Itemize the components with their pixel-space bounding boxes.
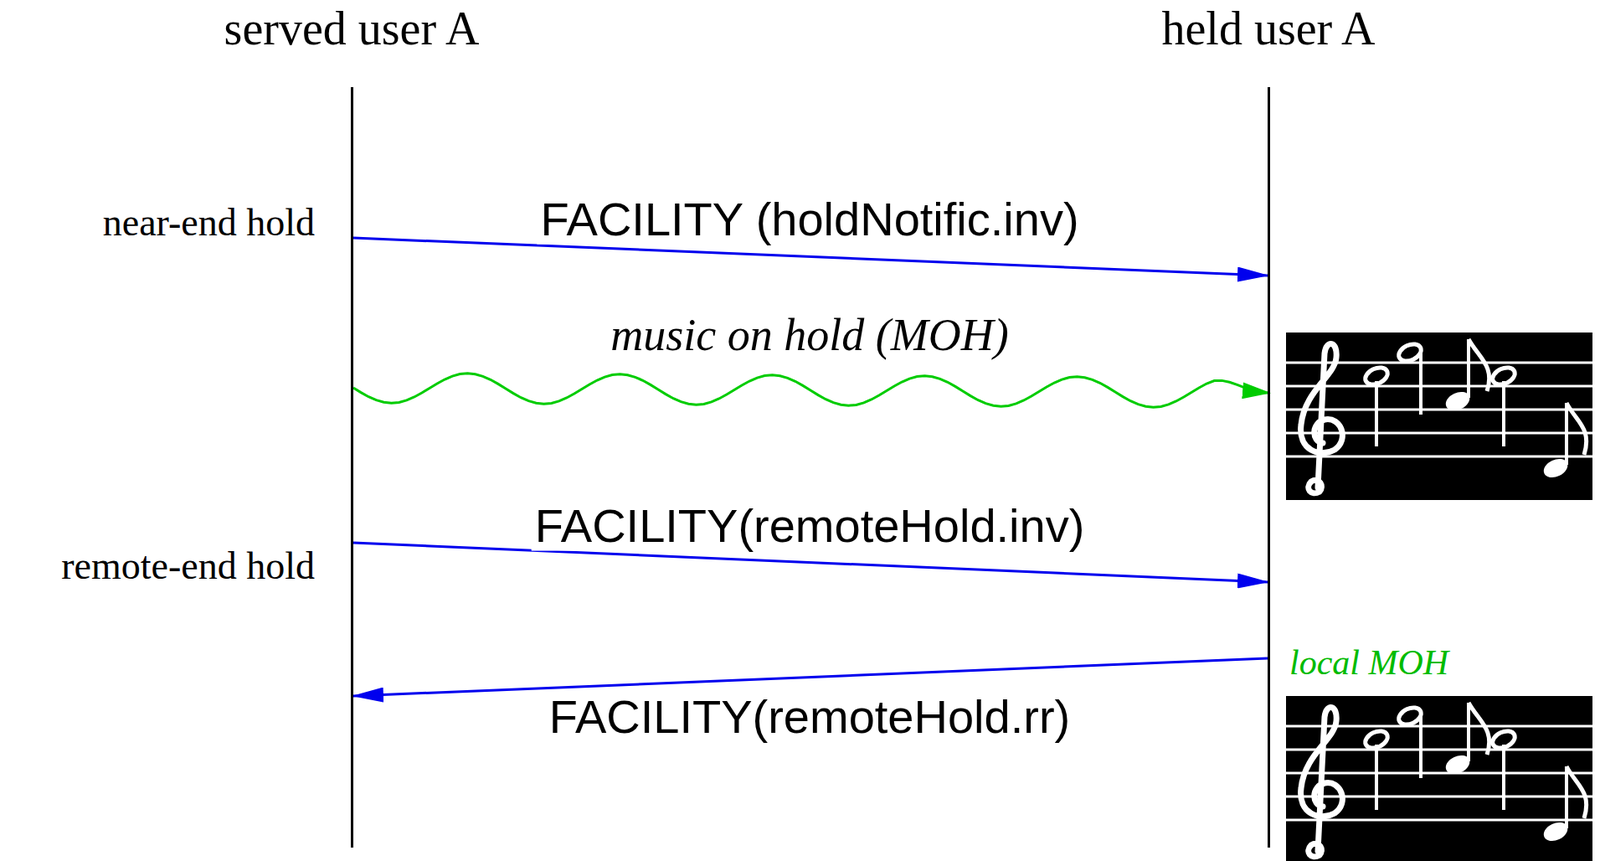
message-label: FACILITY(remoteHold.rr) <box>545 692 1074 742</box>
participant-name: held user A <box>1161 1 1375 56</box>
media-stream <box>353 373 1268 408</box>
participant-name: served user A <box>224 1 480 56</box>
message-arrow <box>353 658 1268 696</box>
message-label: music on hold (MOH) <box>607 311 1012 360</box>
lifeline <box>1267 87 1271 848</box>
annotation: near-end hold <box>102 202 315 243</box>
message-label: FACILITY(remoteHold.inv) <box>531 501 1089 551</box>
annotation: local MOH <box>1289 643 1449 681</box>
annotation: remote-end hold <box>61 545 315 587</box>
lifeline <box>350 87 354 848</box>
message-label: FACILITY (holdNotific.inv) <box>536 195 1082 245</box>
